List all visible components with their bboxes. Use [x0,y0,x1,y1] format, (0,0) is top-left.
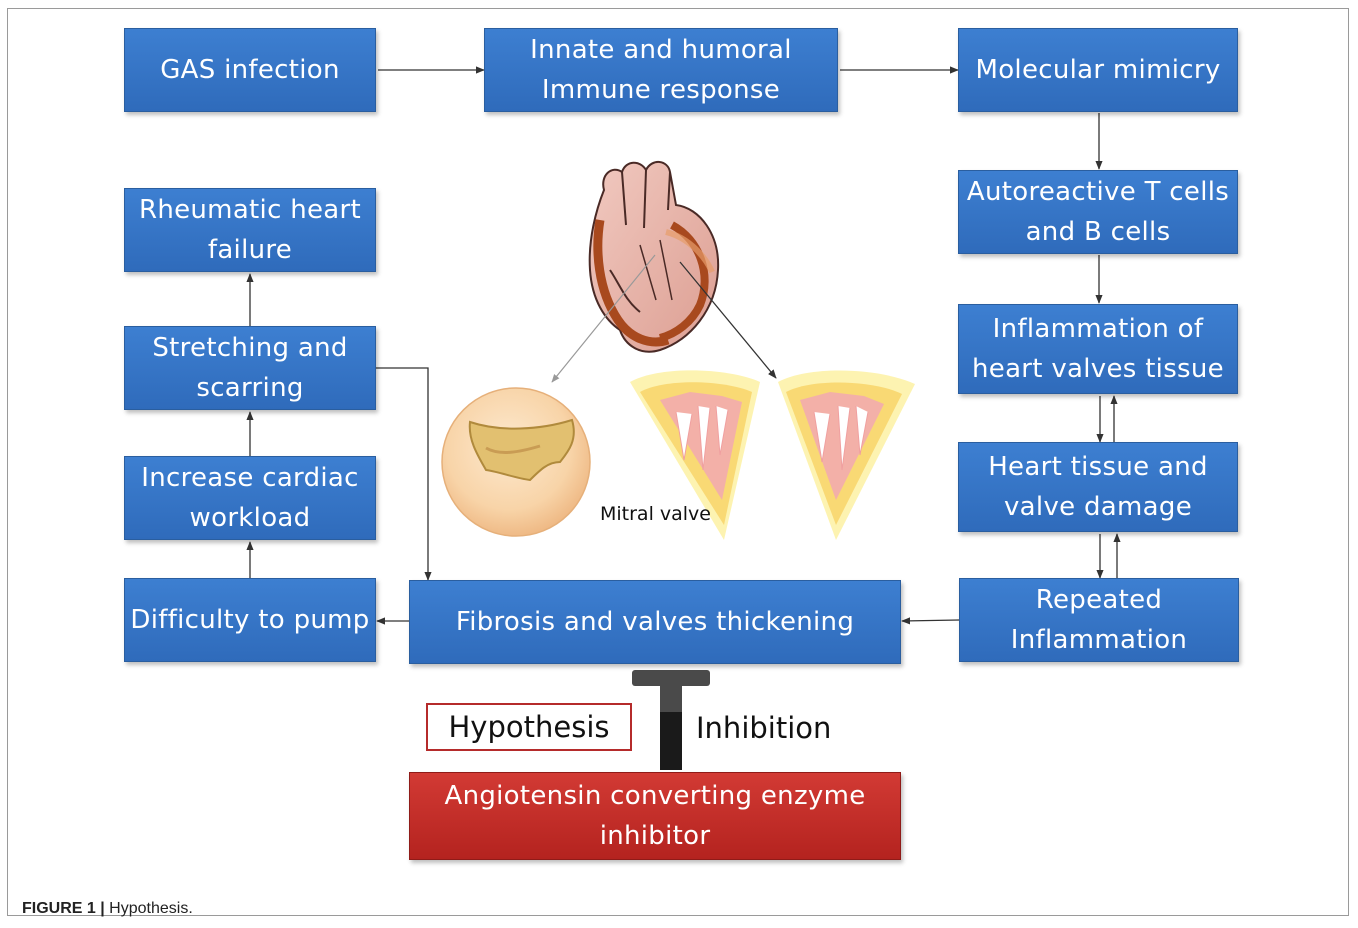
valve-closeup [442,388,590,536]
stretching-scarring-box: Stretching and scarring [124,326,376,410]
valve-leaflets-right [778,371,915,540]
fibrosis-box: Fibrosis and valves thickening [409,580,901,664]
immune-response-box: Innate and humoral Immune response [484,28,838,112]
hypothesis-label: Hypothesis [449,710,610,744]
inflammation-valves-box: Inflammation of heart valves tissue [958,304,1238,394]
gas-infection-box: GAS infection [124,28,376,112]
mitral-valve-label: Mitral valve [600,503,711,525]
arrow-repeated-to-fibrosis [902,620,959,621]
figure-caption: FIGURE 1 | Hypothesis. [22,900,193,918]
molecular-mimicry-box: Molecular mimicry [958,28,1238,112]
hypothesis-label-box: Hypothesis [426,703,632,751]
autoreactive-cells-box: Autoreactive T cells and B cells [958,170,1238,254]
difficulty-pump-box: Difficulty to pump [124,578,376,662]
ace-inhibitor-box: Angiotensin converting enzyme inhibitor [409,772,901,860]
arrow-stretching-to-fibrosis [376,368,428,580]
figure-number: FIGURE 1 | [22,900,105,917]
increase-workload-box: Increase cardiac workload [124,456,376,540]
caption-text: Hypothesis. [105,900,193,917]
inhibition-label: Inhibition [696,706,831,750]
repeated-inflammation-box: Repeated Inflammation [959,578,1239,662]
heart-failure-box: Rheumatic heart failure [124,188,376,272]
tissue-damage-box: Heart tissue and valve damage [958,442,1238,532]
